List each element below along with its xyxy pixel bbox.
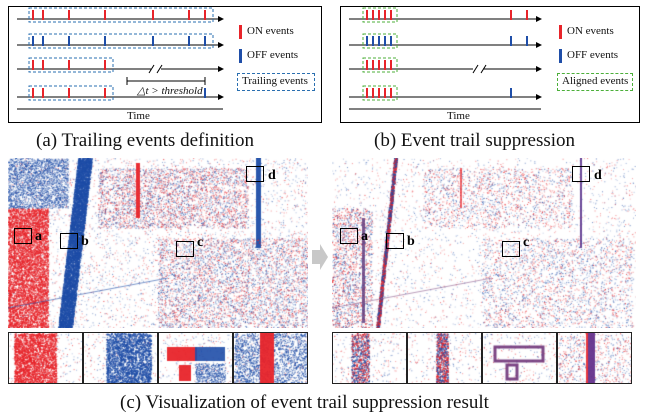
crop-b-raw: [83, 332, 158, 384]
on-events-swatch-b: [559, 25, 562, 39]
panel-b-time-label: Time: [447, 110, 470, 122]
caption-c: (c) Visualization of event trail suppres…: [120, 392, 489, 413]
panel-b: Time ON events OFF events Aligned events: [340, 6, 640, 123]
off-events-legend-label-b: OFF events: [567, 49, 619, 61]
trailing-events-box: [28, 57, 114, 73]
roi-label-d-2: d: [594, 168, 602, 183]
roi-label-b-2: b: [407, 234, 415, 249]
roi-box-c: [176, 241, 194, 257]
crop-b-suppressed: [407, 332, 482, 384]
roi-label-c-2: c: [523, 235, 530, 250]
roi-label-c: c: [197, 235, 204, 250]
trailing-events-box: [28, 85, 114, 101]
transition-arrow: [312, 244, 328, 270]
roi-box-c-2: [502, 241, 520, 257]
panel-a-timeline-diagram: [17, 7, 224, 110]
axis-break-mark: [156, 64, 163, 74]
crop-d-canvas: [234, 333, 307, 383]
axis-break-mark: [480, 64, 487, 74]
crop-a-canvas: [333, 333, 406, 383]
roi-box-d: [246, 166, 264, 182]
trailing-events-box: [28, 33, 214, 49]
on-events-swatch: [239, 25, 242, 39]
panel-b-timeline-diagram: [349, 7, 542, 110]
crop-c-canvas: [483, 333, 556, 383]
off-events-swatch: [239, 49, 242, 63]
crop-c-suppressed: [482, 332, 557, 384]
crop-a-raw: [8, 332, 83, 384]
trailing-events-legend-box: [237, 73, 315, 91]
roi-label-a: a: [35, 229, 42, 244]
caption-a: (a) Trailing events definition: [36, 130, 254, 151]
event-image-raw: a b c d: [8, 158, 308, 328]
roi-label-b: b: [81, 234, 89, 249]
axis-break-mark: [148, 64, 155, 74]
roi-box-b: [60, 233, 78, 249]
on-events-legend-label: ON events: [247, 25, 294, 37]
aligned-events-legend-box: [557, 73, 633, 91]
roi-label-d: d: [268, 168, 276, 183]
event-image-suppressed: a b c d: [332, 158, 636, 328]
trailing-events-legend-label: Trailing events: [242, 75, 308, 87]
on-events-legend-label-b: ON events: [567, 25, 614, 37]
axis-break-mark: [472, 64, 479, 74]
crop-c-canvas: [159, 333, 232, 383]
aligned-events-box: [362, 85, 398, 101]
aligned-events-box: [362, 57, 398, 73]
aligned-events-legend-label: Aligned events: [562, 75, 629, 87]
caption-b: (b) Event trail suppression: [374, 130, 576, 151]
roi-label-a-2: a: [361, 229, 368, 244]
roi-box-a: [14, 228, 32, 244]
crop-a-suppressed: [332, 332, 407, 384]
crop-b-canvas: [84, 333, 157, 383]
event-image-suppressed-canvas: [332, 158, 636, 328]
crop-c-raw: [158, 332, 233, 384]
crop-a-canvas: [9, 333, 82, 383]
off-events-swatch-b: [559, 49, 562, 63]
roi-box-d-2: [572, 166, 590, 182]
crop-d-raw: [233, 332, 308, 384]
roi-box-a-2: [340, 228, 358, 244]
crop-b-canvas: [408, 333, 481, 383]
panel-a: Time △t > threshold ON events OFF events…: [8, 6, 322, 123]
off-events-legend-label: OFF events: [247, 49, 299, 61]
aligned-events-box: [362, 7, 398, 23]
roi-box-b-2: [386, 233, 404, 249]
trailing-events-box: [28, 7, 214, 23]
panel-a-threshold-label: △t > threshold: [137, 85, 203, 97]
panel-a-time-label: Time: [127, 110, 150, 122]
crop-d-canvas: [558, 333, 631, 383]
crop-d-suppressed: [557, 332, 632, 384]
aligned-events-box: [362, 33, 398, 49]
event-image-raw-canvas: [8, 158, 308, 328]
